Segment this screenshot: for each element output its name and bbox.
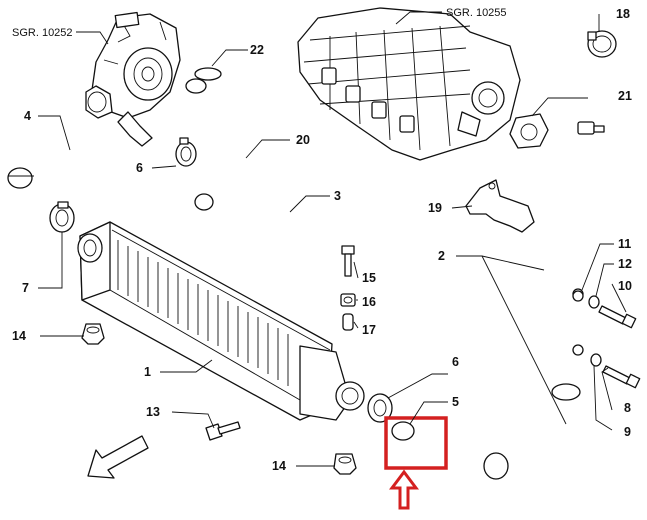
intake-manifold [297,7,521,161]
callout-7: 7 [22,281,29,295]
highlight-arrow-icon [389,469,419,510]
clamp-6-lower [367,393,393,423]
hose-3 [213,195,312,271]
intercooler [77,221,365,421]
sensor [577,121,605,135]
washer-9 [590,353,602,367]
callout-17: 17 [362,323,376,337]
callout-19: 19 [428,201,442,215]
callout-14-lower: 14 [272,459,286,473]
callout-8: 8 [624,401,631,415]
clamp-18 [587,30,617,58]
callout-22: 22 [250,43,264,57]
reference-labels: SGR. 10252 SGR. 10255 [12,7,507,39]
clamp-6-upper [175,137,197,167]
callout-21: 21 [618,89,632,103]
callout-11: 11 [618,237,631,251]
callout-2: 2 [438,249,445,263]
callout-6-lower: 6 [452,355,459,369]
turbo-reference: SGR. 10252 [12,27,73,39]
callout-14-upper: 14 [12,329,26,343]
leader-lines [38,11,627,467]
washer-11 [572,290,584,302]
callout-9: 9 [624,425,631,439]
callout-15: 15 [362,271,376,285]
callout-18: 18 [616,7,630,21]
callout-1: 1 [144,365,151,379]
callout-20: 20 [296,133,310,147]
pipe-2 [425,139,597,488]
bracket-19 [465,179,535,233]
nut-16 [340,293,356,307]
direction-arrow [87,435,149,479]
bolt-10 [598,305,637,329]
bush-17 [342,313,354,331]
bolt-15 [341,245,355,277]
turbocharger [85,11,181,147]
callout-10: 10 [618,279,632,293]
callout-3: 3 [334,189,341,203]
hose-5 [390,420,444,474]
clamp-7 [49,201,75,233]
callout-labels: 1 2 3 4 5 6 6 7 8 9 10 11 12 13 14 14 15… [12,7,632,473]
manifold-reference: SGR. 10255 [446,7,507,19]
callout-13: 13 [146,405,160,419]
grommet-14-lower [333,453,357,475]
callout-6-upper: 6 [136,161,143,175]
highlight-frame-part-5 [384,416,448,470]
gasket-21 [509,113,549,149]
screw-13 [205,421,241,441]
washer-12 [588,295,600,309]
hose-20 [185,77,255,219]
callout-4: 4 [24,109,31,123]
callout-12: 12 [618,257,632,271]
o-ring-22 [194,67,222,81]
callout-16: 16 [362,295,376,309]
callout-5: 5 [452,395,459,409]
bolt-8 [602,365,641,389]
grommet-14-upper [81,323,105,345]
